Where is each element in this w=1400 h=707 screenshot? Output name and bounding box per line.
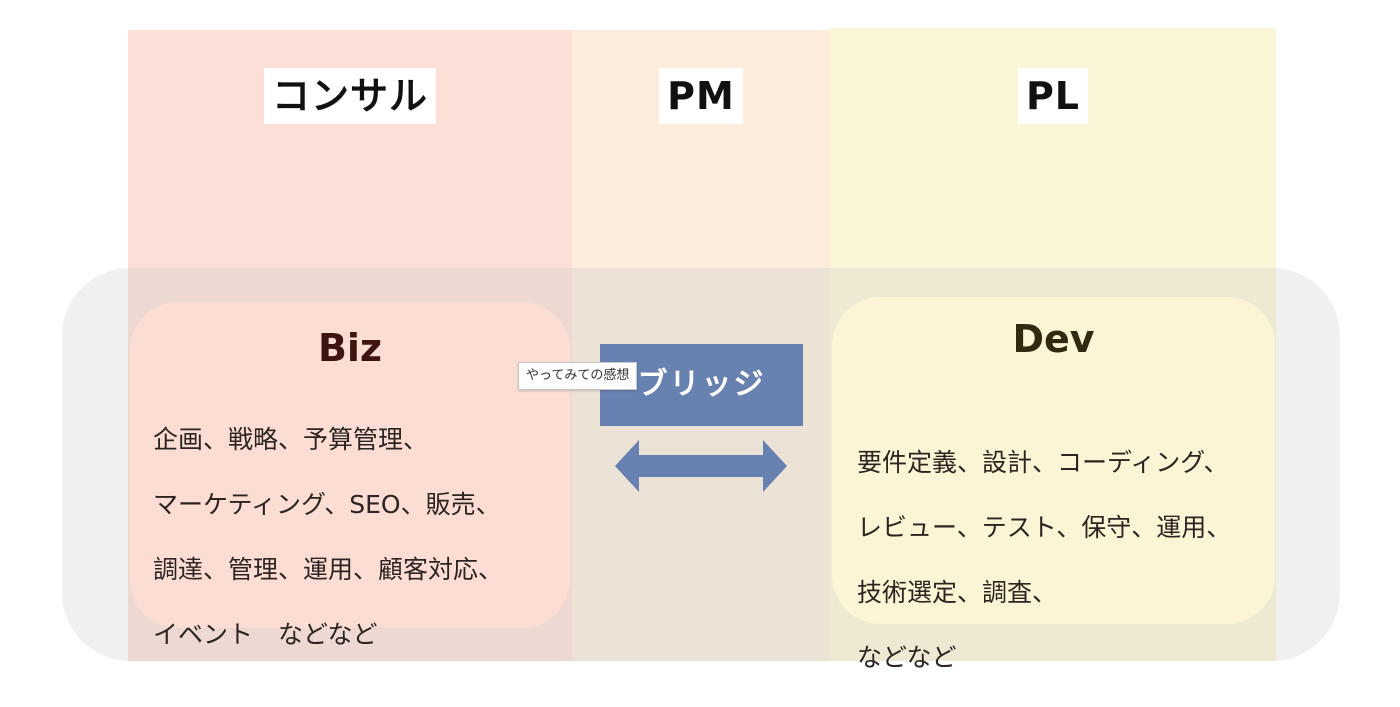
biz-description: 企画、戦略、予算管理、 マーケティング、SEO、販売、 調達、管理、運用、顧客対… bbox=[153, 391, 503, 684]
dev-title: Dev bbox=[1012, 317, 1095, 361]
tooltip: やってみての感想 bbox=[518, 362, 638, 390]
pl-label: PL bbox=[1018, 68, 1088, 124]
dev-line: 要件定義、設計、コーディング、 bbox=[857, 447, 1229, 477]
dev-line: レビュー、テスト、保守、運用、 bbox=[857, 512, 1232, 542]
dev-box: Dev 要件定義、設計、コーディング、 レビュー、テスト、保守、運用、 技術選定… bbox=[832, 297, 1275, 672]
dev-description: 要件定義、設計、コーディング、 レビュー、テスト、保守、運用、 技術選定、調査、… bbox=[857, 414, 1231, 707]
biz-line: イベント などなど bbox=[153, 619, 378, 649]
dev-line: などなど bbox=[857, 642, 957, 672]
biz-box: Biz 企画、戦略、予算管理、 マーケティング、SEO、販売、 調達、管理、運用… bbox=[130, 302, 570, 649]
biz-line: マーケティング、SEO、販売、 bbox=[153, 489, 501, 519]
double-headed-arrow-icon bbox=[615, 440, 787, 492]
biz-line: 調達、管理、運用、顧客対応、 bbox=[153, 554, 504, 584]
biz-line: 企画、戦略、予算管理、 bbox=[153, 424, 429, 454]
biz-title: Biz bbox=[317, 326, 383, 370]
consul-label: コンサル bbox=[264, 68, 436, 124]
dev-line: 技術選定、調査、 bbox=[857, 577, 1058, 607]
pm-label: PM bbox=[659, 68, 743, 124]
